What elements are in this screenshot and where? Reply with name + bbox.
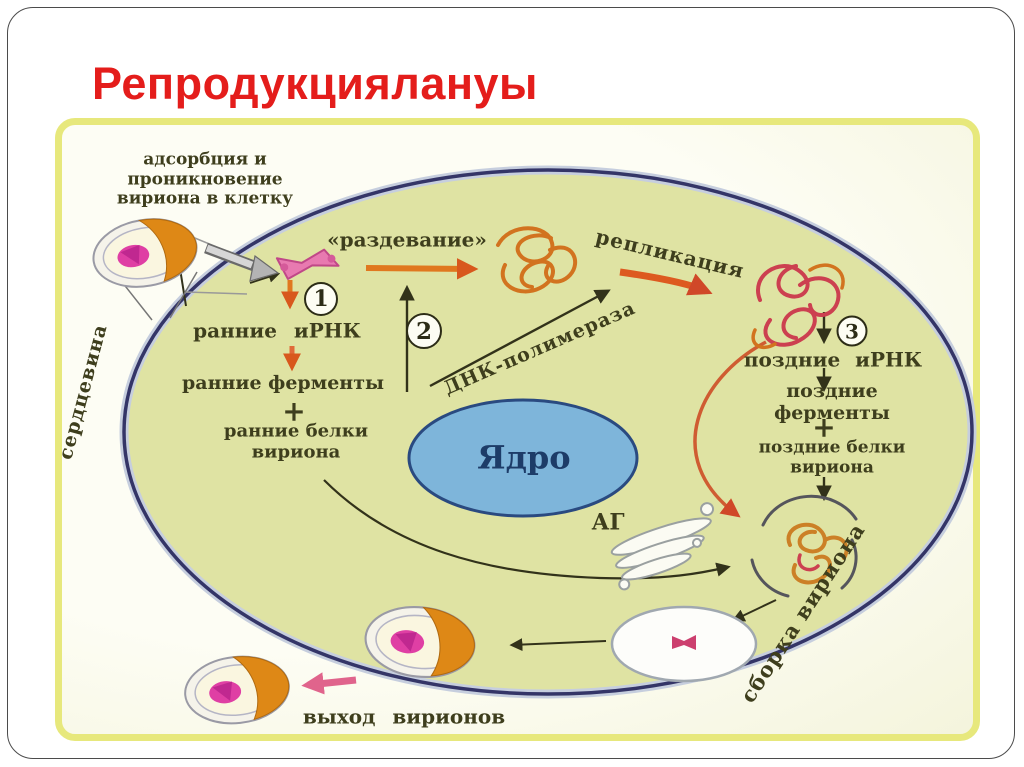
assembling-virion: [750, 494, 858, 598]
label-early-proteins: ранние белки вириона: [223, 420, 369, 462]
label-golgi: АГ: [591, 509, 625, 536]
procapsid: [610, 605, 758, 683]
virion-core-dumbbell: [275, 248, 340, 280]
label-plus-early: +: [282, 394, 306, 428]
label-early-enzymes: ранние ферменты: [181, 372, 385, 395]
entry-arrow-icon: [204, 242, 280, 282]
label-early-mrna: ранние иРНК: [193, 318, 361, 343]
step-2-badge: 2: [406, 313, 442, 349]
flow-arrows: [121, 228, 832, 695]
label-late-mrna: поздние иРНК: [743, 347, 923, 372]
slide-title: Репродукциялануы: [92, 58, 538, 109]
nucleus: [407, 398, 639, 518]
label-adsorption: адсорбция и проникновение вириона в клет…: [116, 149, 294, 209]
viral-dna-tangle: [496, 226, 578, 294]
golgi-apparatus-icon: [610, 502, 715, 591]
label-nucleus: Ядро: [477, 438, 571, 477]
virion-entering: [87, 210, 203, 296]
step-1-badge: 1: [304, 282, 338, 316]
step-3-badge: 3: [836, 315, 868, 347]
label-late-proteins: поздние белки вириона: [758, 437, 906, 477]
replicated-dna-tangle: [751, 263, 845, 350]
label-uncoating: «раздевание»: [327, 227, 487, 252]
label-plus-late: +: [812, 410, 836, 444]
label-exit: выход вирионов: [302, 704, 506, 729]
label-late-enzymes: поздние ферменты: [774, 380, 890, 424]
virion-released: [180, 650, 294, 730]
